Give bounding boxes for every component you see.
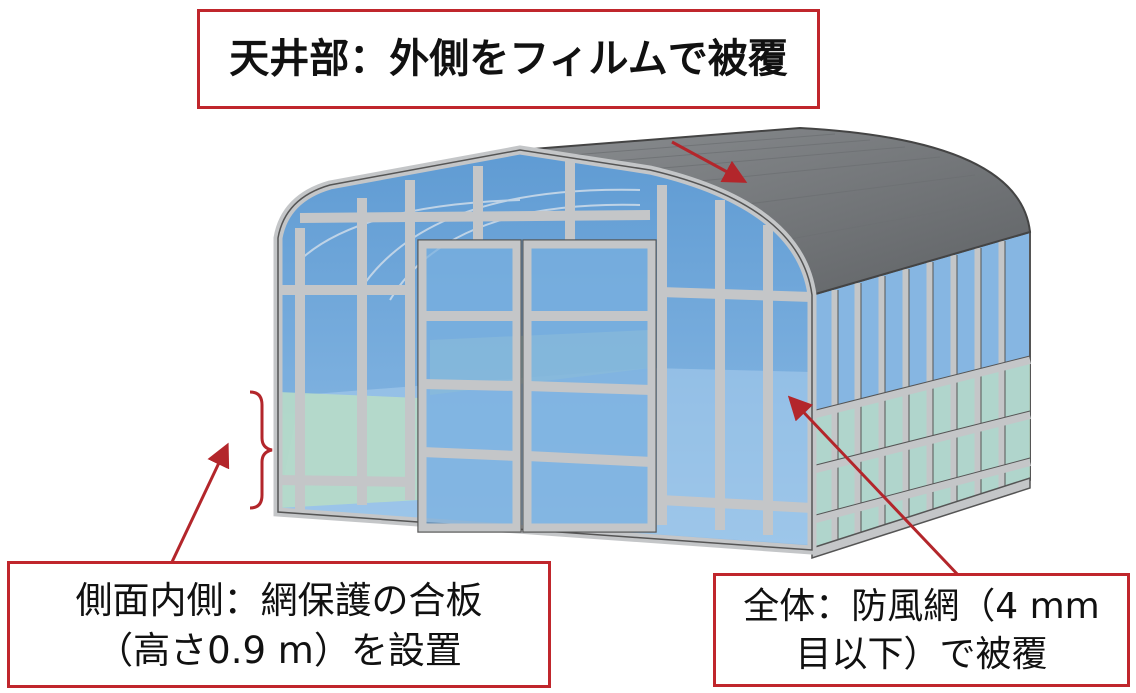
windbreak-net-callout-line2: 目以下）で被覆 bbox=[795, 634, 1048, 675]
side-panel-callout-line2: （高さ0.9 m）を設置 bbox=[96, 629, 462, 672]
double-door bbox=[417, 239, 657, 533]
windbreak-net-callout: 全体：防風網（4 mm 目以下）で被覆 bbox=[713, 573, 1130, 687]
windbreak-net-callout-line1: 全体：防風網（4 mm bbox=[743, 586, 1100, 627]
roof-callout: 天井部：外側をフィルムで被覆 bbox=[197, 9, 820, 109]
roof-callout-text: 天井部：外側をフィルムで被覆 bbox=[229, 36, 788, 82]
arrow-windbreak-net bbox=[787, 395, 962, 579]
side-wall bbox=[810, 230, 1032, 560]
side-panel-callout-line1: 側面内側：網保護の合板 bbox=[75, 579, 483, 622]
arrow-side-panel bbox=[170, 442, 230, 563]
side-panel-callout: 側面内側：網保護の合板 （高さ0.9 m）を設置 bbox=[7, 561, 551, 688]
arrow-roof bbox=[671, 140, 748, 183]
bracket bbox=[249, 390, 273, 510]
